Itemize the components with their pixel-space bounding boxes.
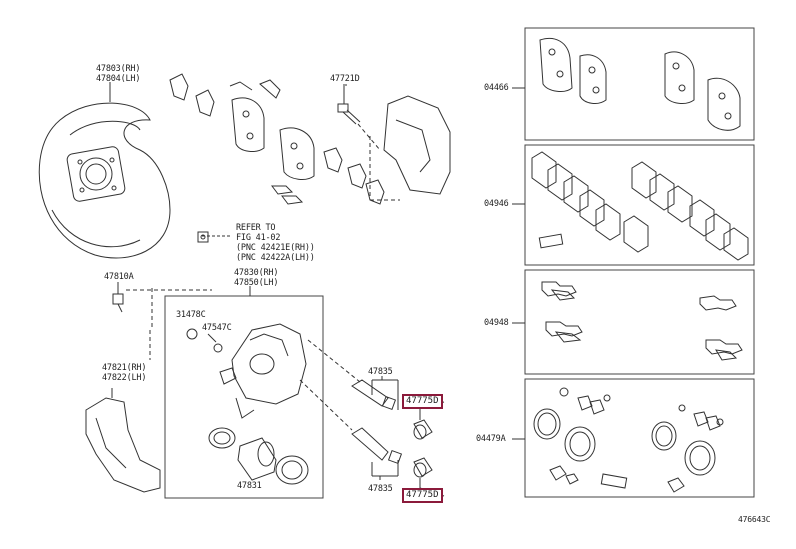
label-47721d: 47721D (330, 74, 360, 84)
kit-box-04479a (524, 378, 755, 498)
kit-box-04948 (524, 269, 755, 375)
label-47547c: 47547C (202, 323, 232, 333)
bolt-47810a (112, 282, 212, 330)
label-47803: 47803(RH) (96, 64, 141, 74)
seal-kit-04479a (533, 387, 724, 493)
label-47822: 47822(LH) (102, 373, 147, 383)
label-04479a: 04479A (476, 434, 506, 444)
shim-kit-04946 (531, 151, 749, 261)
label-47821: 47821(RH) (102, 363, 147, 373)
bleeder-screw (197, 231, 230, 243)
brake-pads-04466 (539, 37, 741, 131)
label-47830: 47830(RH) (234, 268, 279, 278)
cylinder-boots-47775d (413, 408, 433, 488)
label-refer-3: (PNC 42421E(RH)) (236, 243, 315, 253)
label-04946: 04946 (484, 199, 509, 209)
label-31478c: 31478C (176, 310, 206, 320)
label-47810a: 47810A (104, 272, 134, 282)
disc-brake-pads (169, 73, 385, 205)
caliper-assembly-box (164, 295, 324, 499)
label-47835-bottom: 47835 (368, 484, 393, 494)
slide-pins (299, 339, 403, 477)
label-04948: 04948 (484, 318, 509, 328)
bolt-47721d (337, 84, 381, 151)
label-47831: 47831 (237, 481, 262, 491)
label-47850: 47850(LH) (234, 278, 279, 288)
caliper-cylinder (186, 323, 307, 419)
caliper-mounting-lower (85, 330, 161, 493)
label-refer-1: REFER TO (236, 223, 276, 233)
label-refer-4: (PNC 42422A(LH)) (236, 253, 315, 263)
label-47804: 47804(LH) (96, 74, 141, 84)
kit-box-04466 (524, 27, 755, 141)
highlighted-part-47775d-bottom[interactable]: 47775D (402, 488, 443, 503)
clip-kit-04948 (541, 281, 743, 361)
label-47835-top: 47835 (368, 367, 393, 377)
caliper-mounting-upper (369, 95, 451, 201)
piston-and-seals (208, 427, 309, 485)
label-refer-2: FIG 41-02 (236, 233, 281, 243)
highlighted-part-47775d-top[interactable]: 47775D (402, 394, 443, 409)
label-04466: 04466 (484, 83, 509, 93)
figure-id: 476643C (738, 515, 771, 524)
kit-box-04946 (524, 144, 755, 266)
dust-cover-backing-plate (38, 82, 171, 259)
